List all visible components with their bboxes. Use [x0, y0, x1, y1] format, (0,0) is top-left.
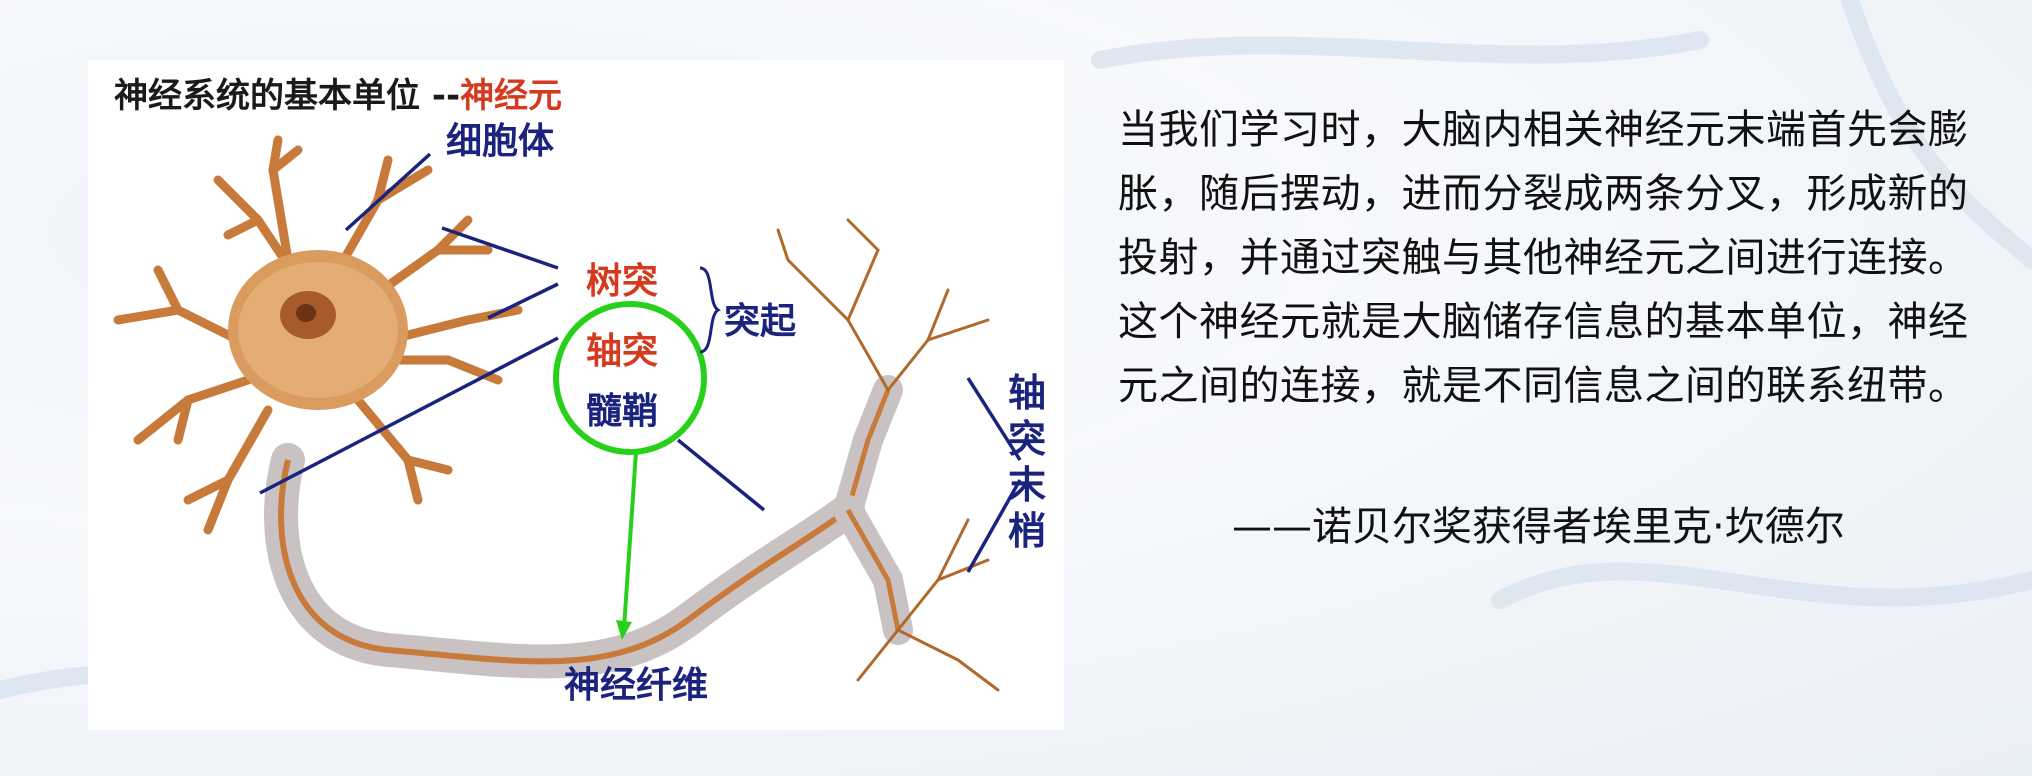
label-dendrite: 树突: [586, 261, 659, 302]
label-axon-terminal: 轴 突 末 梢: [1006, 370, 1048, 554]
diagram-title: 神经系统的基本单位 --神经元: [114, 68, 562, 117]
label-axon-terminal-char: 轴: [1007, 371, 1046, 415]
quote-attribution: ——诺贝尔奖获得者埃里克·坎德尔: [1232, 504, 1845, 550]
neuron-diagram: 神经系统的基本单位 --神经元 细胞体 树突 轴突 突起 髓鞘 神经纤维 轴 突…: [88, 60, 1064, 730]
quote-line: 这个神经元就是大脑储存信息的基本单位，神经: [1118, 299, 1969, 345]
quote-line: 投射，并通过突触与其他神经元之间进行连接。: [1118, 235, 1969, 281]
label-nerve-fiber: 神经纤维: [564, 665, 709, 706]
label-cell-body: 细胞体: [446, 121, 555, 162]
label-process: 突起: [724, 301, 797, 342]
label-axon: 轴突: [586, 331, 659, 372]
diagram-title-prefix: 神经系统的基本单位 --: [114, 76, 461, 116]
quote-text: 当我们学习时，大脑内相关神经元末端首先会膨 胀，随后摆动，进而分裂成两条分叉，形…: [1118, 98, 2018, 418]
label-myelin-sheath: 髓鞘: [586, 391, 659, 432]
quote-line: 当我们学习时，大脑内相关神经元末端首先会膨: [1118, 107, 1969, 153]
label-axon-terminal-char: 突: [1007, 417, 1046, 461]
diagram-title-highlight: 神经元: [460, 76, 563, 116]
quote-line: 胀，随后摆动，进而分裂成两条分叉，形成新的: [1118, 171, 1969, 217]
label-axon-terminal-char: 梢: [1007, 509, 1046, 553]
quote-line: 元之间的连接，就是不同信息之间的联系纽带。: [1118, 363, 1969, 409]
label-axon-terminal-char: 末: [1007, 463, 1046, 507]
